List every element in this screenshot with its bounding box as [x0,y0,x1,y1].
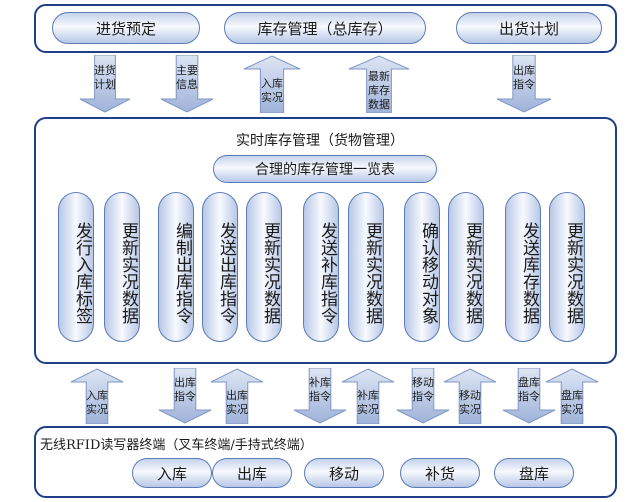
upper-arrow-shape-3 [348,55,410,113]
process-column-3[interactable]: 发送出库指令 [202,192,238,342]
lower-arrow-label-8: 盘库 实况 [561,389,583,416]
lower-arrow-label-1: 出库 指令 [174,376,196,403]
lower-arrow-label-6: 移动 实况 [459,389,481,416]
lower-arrow-label-5: 移动 指令 [412,376,434,403]
lower-arrow-shape-5 [396,368,450,424]
top-pill-inventory-management[interactable]: 库存管理（总库存） [224,12,426,44]
upper-arrow-label-0: 进货 计划 [94,64,116,91]
lower-arrow-8: 盘库 实况 [545,368,599,424]
upper-arrow-0: 进货 计划 [79,55,131,113]
upper-arrow-1: 主要 信息 [160,55,214,113]
upper-arrow-label-3: 最新 库存 数据 [368,70,390,111]
process-column-5[interactable]: 发送补库指令 [303,192,339,342]
upper-arrow-label-1: 主要 信息 [176,64,198,91]
process-column-6[interactable]: 更新实况数据 [348,192,384,342]
bottom-pill-move[interactable]: 移动 [304,458,384,488]
process-column-9[interactable]: 发送库存数据 [505,192,541,342]
process-column-0[interactable]: 发行入库标签 [58,192,94,342]
process-column-4[interactable]: 更新实况数据 [246,192,282,342]
lower-arrow-shape-7 [502,368,556,424]
upper-arrow-shape-2 [243,55,301,113]
upper-arrow-label-2: 入库 实况 [261,77,283,104]
upper-arrow-shape-4 [496,55,552,113]
process-column-8[interactable]: 更新实况数据 [448,192,484,342]
upper-arrow-shape-0 [79,55,131,113]
lower-arrow-label-3: 补库 指令 [309,376,331,403]
lower-arrow-5: 移动 指令 [396,368,450,424]
upper-arrow-2: 入库 实况 [243,55,301,113]
lower-arrow-7: 盘库 指令 [502,368,556,424]
lower-arrow-3: 补库 指令 [293,368,347,424]
bottom-pill-inbound[interactable]: 入库 [132,458,212,488]
upper-arrow-3: 最新 库存 数据 [348,55,410,113]
bottom-pill-outbound[interactable]: 出库 [212,458,292,488]
lower-arrow-shape-8 [545,368,599,424]
lower-arrow-shape-1 [158,368,212,424]
bottom-pill-restock[interactable]: 补货 [400,458,480,488]
process-column-1[interactable]: 更新实况数据 [104,192,140,342]
lower-arrow-shape-6 [443,368,497,424]
top-pill-purchase-order[interactable]: 进货预定 [52,12,200,44]
lower-arrow-label-4: 补库 实况 [357,389,379,416]
process-column-10[interactable]: 更新实况数据 [549,192,585,342]
inventory-overview-pill[interactable]: 合理的库存管理一览表 [213,155,437,183]
bottom-pill-stocktake[interactable]: 盘库 [494,458,574,488]
lower-arrow-shape-3 [293,368,347,424]
lower-arrow-shape-0 [70,368,124,424]
process-column-7[interactable]: 确认移动对象 [404,192,440,342]
upper-arrow-4: 出库 指令 [496,55,552,113]
lower-arrow-shape-2 [210,368,264,424]
lower-arrow-2: 出库 实况 [210,368,264,424]
middle-panel-title: 实时库存管理（货物管理） [236,133,404,149]
lower-arrow-0: 入库 实况 [70,368,124,424]
process-column-2[interactable]: 编制出库指令 [158,192,194,342]
lower-arrow-4: 补库 实况 [341,368,395,424]
upper-arrow-shape-1 [160,55,214,113]
lower-arrow-label-0: 入库 实况 [86,389,108,416]
lower-arrow-1: 出库 指令 [158,368,212,424]
lower-arrow-6: 移动 实况 [443,368,497,424]
bottom-panel-title: 无线RFID读写器终端（叉车终端/手持式终端） [40,438,313,453]
lower-arrow-label-7: 盘库 指令 [518,376,540,403]
lower-arrow-label-2: 出库 实况 [226,389,248,416]
lower-arrow-shape-4 [341,368,395,424]
upper-arrow-label-4: 出库 指令 [513,64,535,91]
top-pill-shipping-plan[interactable]: 出货计划 [456,12,602,44]
